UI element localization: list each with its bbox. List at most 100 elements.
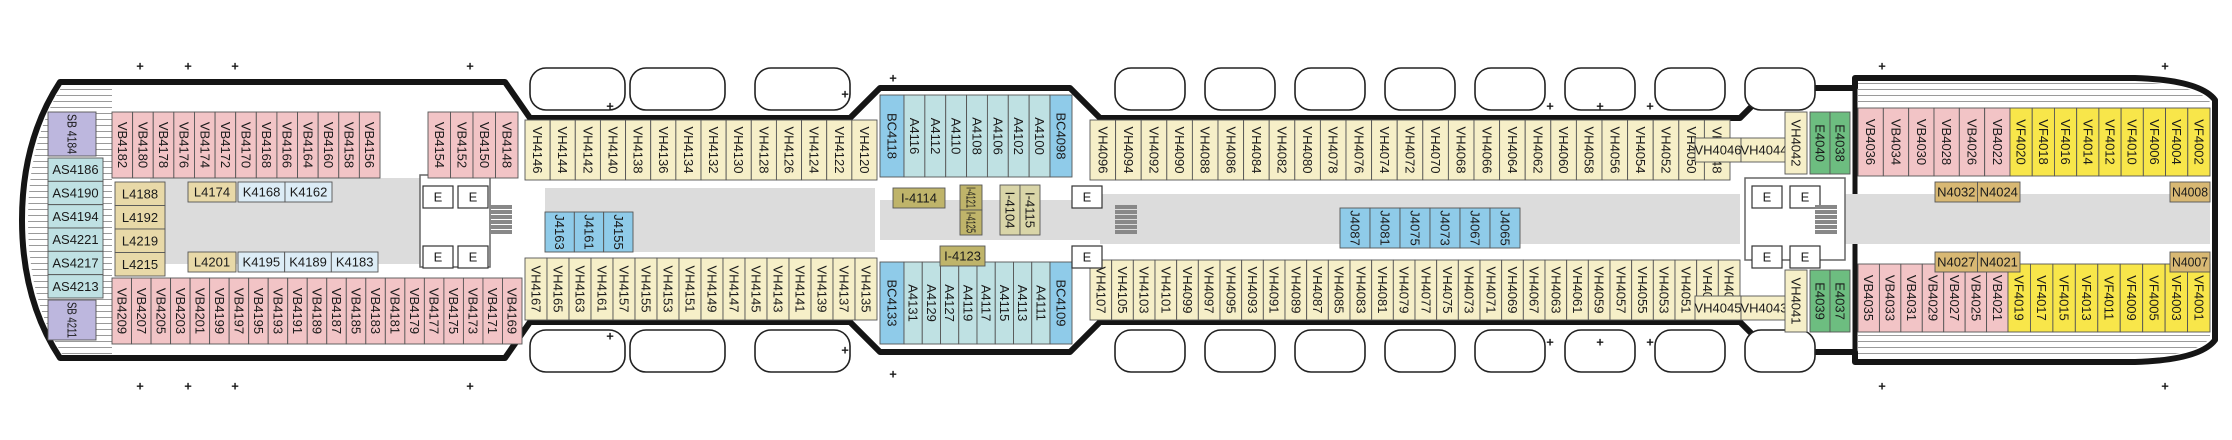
cabin-label: VH4058: [1582, 127, 1597, 174]
lifeboat: [1294, 67, 1366, 111]
cabin-label: VH4163: [573, 266, 588, 313]
cabin-label: VH4151: [683, 266, 698, 313]
cabin-label: AS4190: [52, 186, 98, 201]
cabin-label: VH4140: [606, 127, 621, 174]
cabin-label: VH4092: [1147, 127, 1162, 174]
lifeboat: [1204, 329, 1276, 373]
cabin: [1829, 269, 1851, 333]
cabin: [1489, 207, 1521, 249]
cabin-label: N4021: [1980, 255, 2018, 270]
elevator-icon: [1789, 245, 1821, 269]
cabin-label: VH4090: [1172, 127, 1187, 174]
cabin: [1019, 184, 1041, 236]
cabin-group-vh-single-bot: VH4041: [1784, 269, 1808, 333]
elevator-icon: [1789, 185, 1821, 209]
cabin-label: VH4085: [1332, 267, 1347, 314]
elevator-glyph: E: [1801, 190, 1810, 205]
elevator-icon: [457, 185, 489, 209]
cabin-label: N4027: [1937, 255, 1975, 270]
plus-icon: +: [231, 379, 239, 394]
cabin: [2169, 181, 2211, 203]
cabin-label: VH4096: [1095, 127, 1110, 174]
lifeboat: [629, 67, 726, 111]
cabin-label: VF4010: [2125, 119, 2140, 165]
cabin-label: VH4145: [749, 266, 764, 313]
cabin-label: VB4035: [1861, 275, 1876, 321]
cabin-label: A4117: [979, 285, 994, 322]
cabin: [892, 187, 946, 209]
cabin: [1977, 181, 2021, 203]
cabin-label: I-4123: [944, 249, 981, 264]
cabin-label: VH4161: [595, 266, 610, 313]
lifeboat: [754, 329, 851, 373]
plus-icon: +: [1646, 99, 1654, 114]
cabin-label: VH4074: [1377, 127, 1392, 174]
cabin-label: J4065: [1498, 210, 1513, 245]
cabin: [1882, 107, 1910, 177]
cabin-label: VH4055: [1635, 267, 1650, 314]
stairs-step: [490, 220, 512, 224]
cabin-label: A4110: [949, 118, 964, 155]
cabin-label: VH4084: [1249, 127, 1264, 174]
cabin: [2187, 107, 2211, 177]
cabin-label: VB4166: [280, 122, 295, 168]
cabin: [725, 119, 752, 181]
cabin-label: VH4139: [815, 266, 830, 313]
cabin-group-l-inner-bot: L4201: [187, 251, 237, 273]
stairs-step: [1115, 205, 1137, 209]
lifeboat: [754, 67, 851, 111]
cabin-label: VH4137: [837, 266, 852, 313]
stairs-icon: [490, 205, 512, 234]
elevator-icon: [422, 245, 454, 269]
cabin-label: VH4071: [1483, 267, 1498, 314]
cabin-label: VB4197: [231, 288, 246, 334]
cabin-label: VB4022: [1990, 119, 2005, 165]
cabin-label: VB4205: [153, 288, 168, 334]
cabin: [1422, 119, 1449, 181]
cabin-label: VB4034: [1889, 119, 1904, 165]
elevator-glyph: E: [1801, 250, 1810, 265]
cabin-label: A4108: [970, 117, 985, 155]
cabin-label: VB4177: [427, 288, 442, 334]
lifeboat: [1744, 329, 1816, 373]
elevator-icon: [1751, 245, 1783, 269]
cabin-label: A4119: [960, 285, 975, 322]
cabin-group-i-mid-4: I-4123: [939, 245, 986, 267]
cabin-label: VB4036: [1863, 119, 1878, 165]
cabin-label: VB4021: [1990, 275, 2005, 321]
cabin-label: VB4170: [239, 122, 254, 168]
cabin-label: VB4175: [446, 288, 461, 334]
cabin: [1740, 137, 1788, 163]
cabin-label: VH4091: [1267, 267, 1282, 314]
plus-icon: +: [606, 99, 614, 114]
cabin-label: VB4199: [212, 288, 227, 334]
lifeboat: [1654, 329, 1726, 373]
cabin-label: VH4044: [1741, 143, 1788, 158]
cabin-label: VB4185: [349, 288, 364, 334]
cabin-label: VH4078: [1326, 127, 1341, 174]
cabin-label: VH4132: [706, 127, 721, 174]
cabin-label: VF4003: [2169, 275, 2184, 321]
elevator-icon: [1071, 245, 1103, 269]
cabin: [1627, 119, 1654, 181]
elevator-icon: [1751, 185, 1783, 209]
lifeboat: [1474, 67, 1546, 111]
cabin-label: VB4195: [251, 288, 266, 334]
cabin: [959, 209, 983, 236]
stairs-step: [1115, 230, 1137, 234]
cabin-label: VB4031: [1904, 275, 1919, 321]
cabin-label: VB4201: [192, 288, 207, 334]
cabin-label: VB4180: [135, 122, 150, 168]
elevator-icon: [1071, 185, 1103, 209]
cabin-label: N4024: [1980, 185, 2018, 200]
cabin-label: VB4150: [477, 122, 492, 168]
cabin-label: VB4169: [505, 288, 520, 334]
cabin-label: VB4173: [466, 288, 481, 334]
